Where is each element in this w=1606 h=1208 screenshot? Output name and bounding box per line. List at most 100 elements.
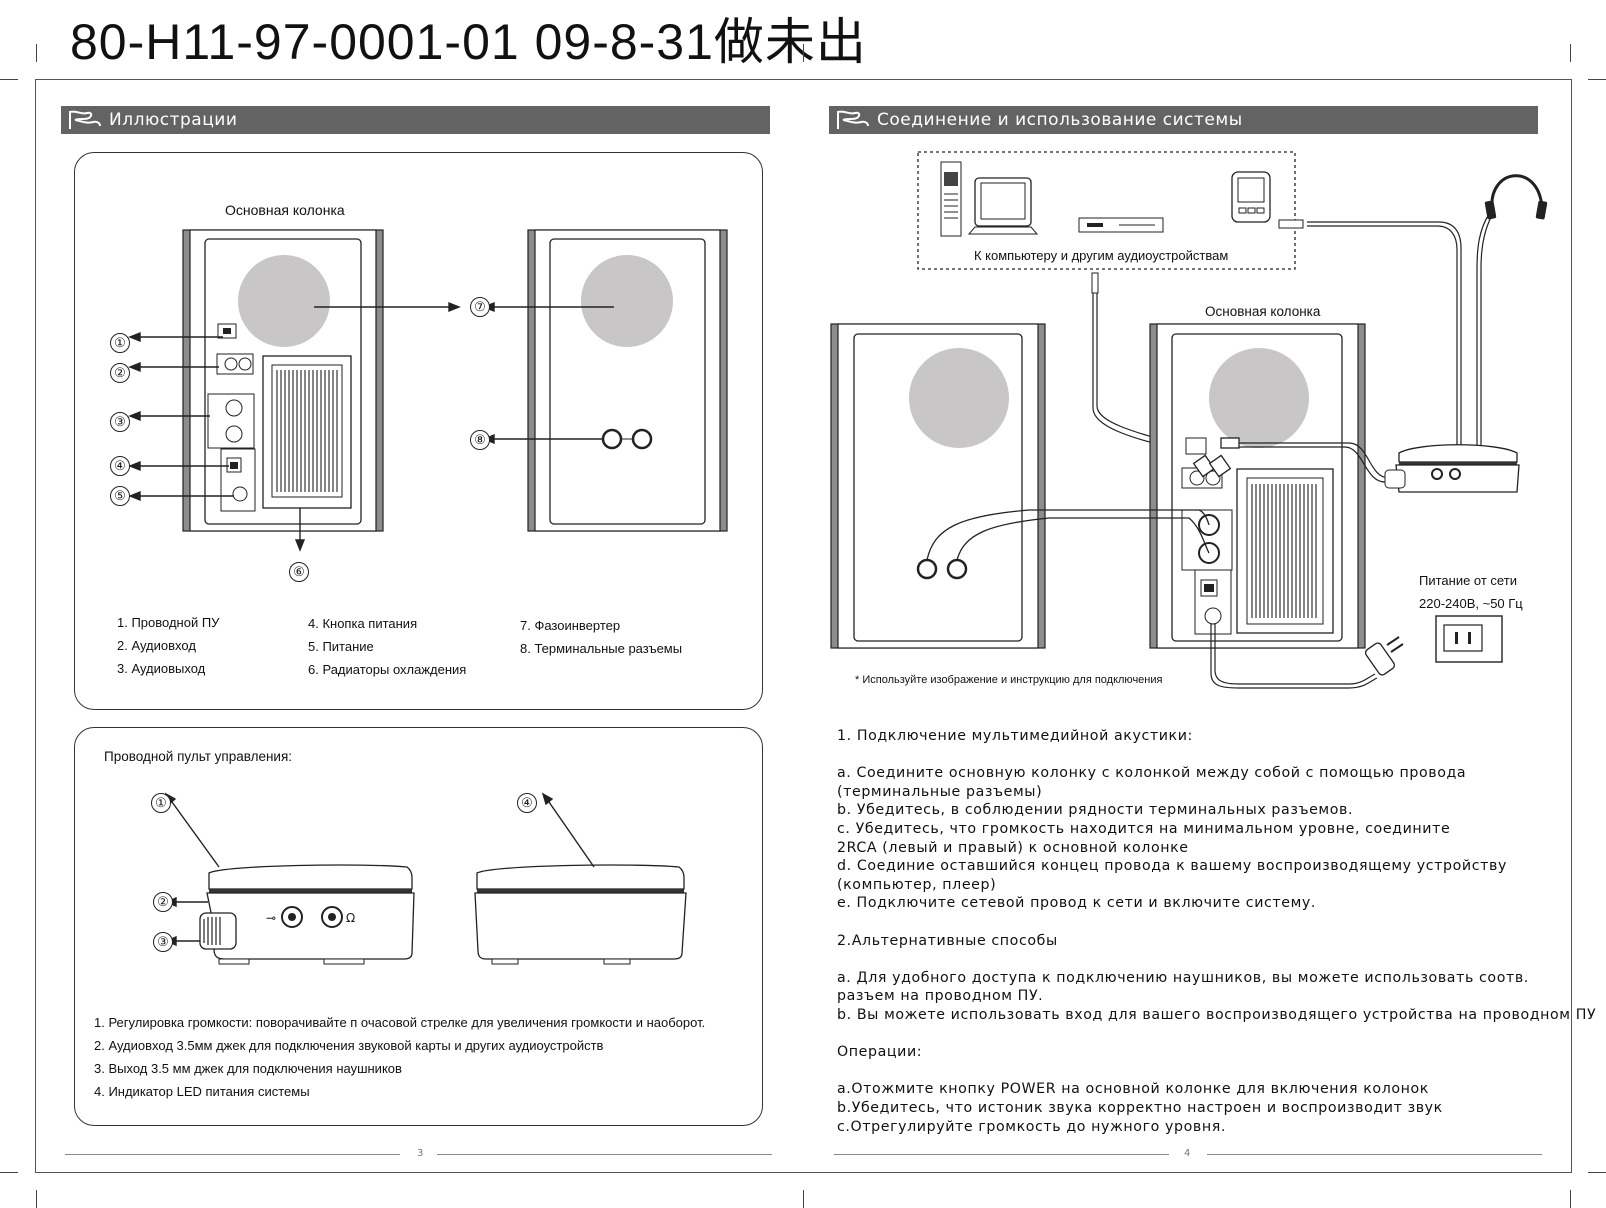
section-header-illustrations: Иллюстрации <box>61 106 770 134</box>
connection-diagram <box>830 151 1548 689</box>
legend-item-4: 4. Кнопка питания <box>308 616 418 631</box>
callout-8: ⑧ <box>470 430 490 450</box>
monitor-icon <box>967 177 1039 235</box>
instruction-line: c.Отрегулируйте громкость до нужного уро… <box>837 1118 1226 1135</box>
page-frame <box>35 79 1572 1173</box>
main-speaker-rear <box>1149 323 1366 649</box>
remote-title: Проводной пульт управления: <box>104 749 293 764</box>
speaker-illustration-panel <box>74 152 763 710</box>
callout-6: ⑥ <box>289 562 309 582</box>
callout-5: ⑤ <box>110 486 130 506</box>
remote-side-view: ⊸ Ω <box>199 864 415 965</box>
callout-4: ④ <box>110 456 130 476</box>
woofer-port <box>581 255 673 347</box>
devices-label: К компьютеру и другим аудиоустройствам <box>974 248 1229 263</box>
jack-plug <box>1278 219 1304 229</box>
footer-line <box>65 1154 400 1155</box>
instruction-line: (терминальные разъемы) <box>837 783 1043 800</box>
instruction-line: разъем на проводном ПУ. <box>837 988 1044 1005</box>
crop-mark <box>36 1190 37 1208</box>
section-title: Иллюстрации <box>109 110 238 130</box>
headphones-icon <box>1484 174 1548 220</box>
instruction-line: 1. Подключение мультимедийной акустики: <box>837 728 1193 744</box>
page-number: 4 <box>1184 1148 1191 1159</box>
legend-item-1: 1. Проводной ПУ <box>117 615 220 630</box>
satellite-speaker-rear <box>527 229 728 532</box>
main-speaker-label: Основная колонка <box>1205 304 1321 319</box>
wired-remote-icon <box>1384 444 1520 493</box>
instruction-line: (компьютер, плеер) <box>837 876 997 893</box>
woofer-port <box>238 255 330 347</box>
crop-mark <box>1570 1190 1571 1208</box>
remote-note-1: 1. Регулировка громкости: поворачивайте … <box>94 1015 706 1030</box>
remote-callout-4: ④ <box>517 793 537 813</box>
legend-item-3: 3. Аудиовыход <box>117 661 206 676</box>
footer-line <box>834 1154 1169 1155</box>
legend-item-2: 2. Аудиовход <box>117 638 196 653</box>
satellite-speaker-rear <box>830 323 1046 649</box>
main-speaker-rear <box>182 229 384 532</box>
crop-mark <box>1588 1172 1606 1173</box>
woofer-port <box>1209 348 1309 448</box>
instruction-line: b. Вы можете использовать вход для вашег… <box>837 1007 1597 1023</box>
devices-box <box>917 151 1296 270</box>
document-code: 80-H11-97-0001-01 09-8-31做未出 <box>70 14 867 70</box>
remote-callout-3: ③ <box>153 932 173 952</box>
instruction-line: b. Убедитесь, в соблюдении рядности терм… <box>837 802 1354 819</box>
callout-7: ⑦ <box>470 297 490 317</box>
remote-illustration-panel <box>74 727 763 1126</box>
callout-1: ① <box>110 333 130 353</box>
instruction-line: a. Соедините основную колонку с колонкой… <box>837 765 1467 782</box>
svg-text:⊸: ⊸ <box>266 911 276 925</box>
callout-2: ② <box>110 363 130 383</box>
speaker-back-diagram <box>128 229 728 552</box>
legend-item-5: 5. Питание <box>308 639 374 654</box>
crop-mark <box>0 1172 18 1173</box>
flag-logo-icon <box>837 110 869 129</box>
crop-mark <box>0 79 18 80</box>
legend-item-6: 6. Радиаторы охлаждения <box>308 662 467 677</box>
crop-mark <box>36 44 37 62</box>
power-plug-icon <box>1364 636 1404 676</box>
instruction-line: c. Убедитесь, что громкость находится на… <box>837 821 1451 837</box>
page-number: 3 <box>417 1148 424 1159</box>
footer-line <box>437 1154 772 1155</box>
instruction-line: e. Подключите сетевой провод к сети и вк… <box>837 895 1317 912</box>
instruction-line: a.Отожмите кнопку POWER на основной коло… <box>837 1081 1429 1098</box>
crop-mark <box>1588 79 1606 80</box>
pc-tower-icon <box>940 161 962 237</box>
legend-item-7: 7. Фазоинвертер <box>520 618 621 633</box>
wall-socket-icon <box>1435 615 1503 663</box>
remote-note-3: 3. Выход 3.5 мм джек для подключения нау… <box>94 1061 402 1076</box>
remote-callout-1: ① <box>151 793 171 813</box>
crop-mark <box>1570 44 1571 62</box>
callout-3: ③ <box>110 412 130 432</box>
instruction-line: 2.Альтернативные способы <box>837 932 1058 949</box>
section-header-connection: Соединение и использование системы <box>829 106 1538 134</box>
instruction-line: 2RCA (левый и правый) к основной колонке <box>837 839 1189 856</box>
crop-mark <box>803 44 804 62</box>
remote-diagram: ⊸ Ω <box>164 792 687 965</box>
instruction-line: b.Убедитесь, что истоник звука корректно… <box>837 1100 1443 1116</box>
power-label-2: 220-240В, ~50 Гц <box>1419 596 1523 611</box>
crop-mark <box>803 1190 804 1208</box>
footer-line <box>1207 1154 1542 1155</box>
svg-text:Ω: Ω <box>346 911 355 925</box>
instruction-line: d. Соединие оставшийся концец провода к … <box>837 858 1507 875</box>
media-player-icon <box>1231 171 1271 223</box>
instruction-line: a. Для удобного доступа к подключению на… <box>837 969 1529 986</box>
power-label-1: Питание от сети <box>1419 573 1517 588</box>
woofer-port <box>909 348 1009 448</box>
remote-callout-2: ② <box>153 892 173 912</box>
connection-note: * Используйте изображение и инструкцию д… <box>855 674 1163 686</box>
main-speaker-label: Основная колонка <box>225 202 345 218</box>
remote-note-4: 4. Индикатор LED питания системы <box>94 1084 310 1099</box>
dvd-player-icon <box>1078 217 1164 233</box>
remote-front-view <box>474 864 687 965</box>
flag-logo-icon <box>69 110 101 129</box>
instruction-line: Операции: <box>837 1044 923 1061</box>
jack-plug <box>1091 272 1099 294</box>
section-title: Соединение и использование системы <box>877 110 1243 130</box>
remote-note-2: 2. Аудиовход 3.5мм джек для подключения … <box>94 1038 604 1053</box>
legend-item-8: 8. Терминальные разъемы <box>520 641 683 656</box>
